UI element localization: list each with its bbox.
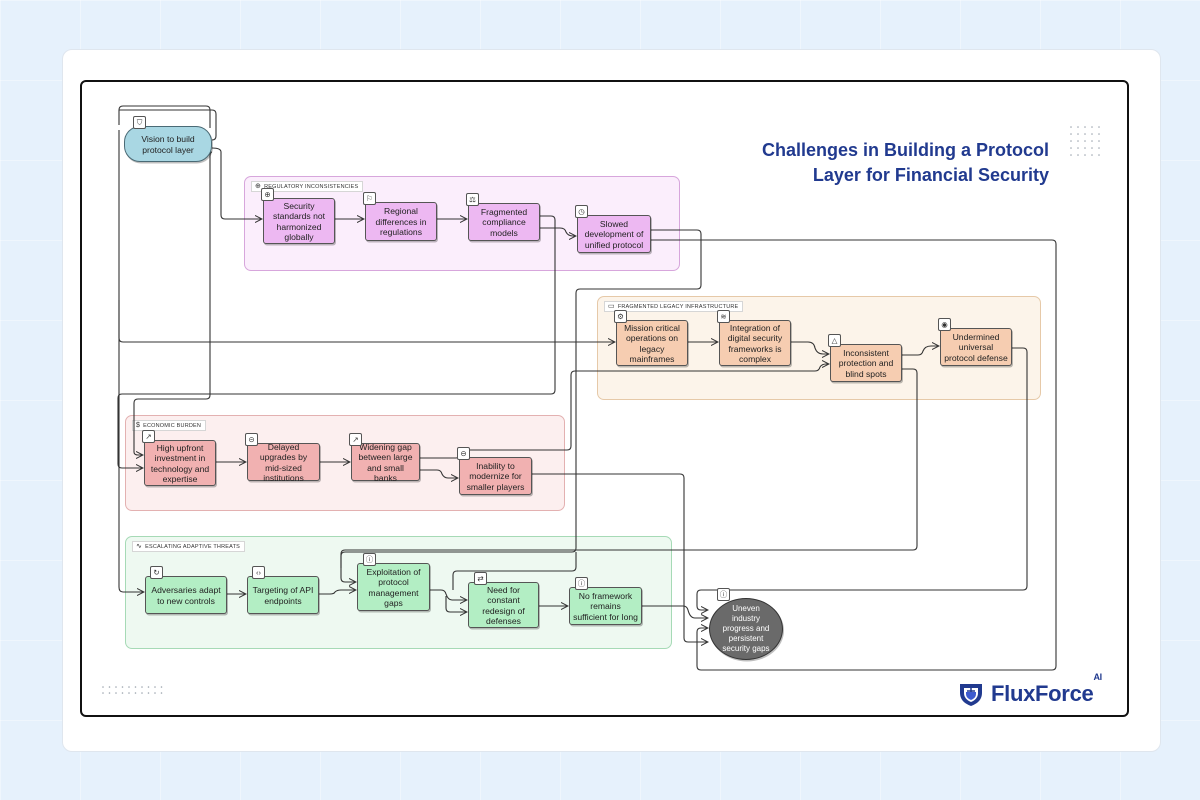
brand-logo: FluxForceAI — [957, 672, 1102, 708]
scale-icon: ⚖ — [466, 193, 479, 206]
node-exploitation-gaps[interactable]: ⓘ Exploitation of protocol management ga… — [357, 553, 430, 611]
node-targeting-api[interactable]: ‹› Targeting of API endpoints — [247, 566, 319, 614]
trending-up-icon: ↗ — [142, 430, 155, 443]
node-adversaries-adapt[interactable]: ↻ Adversaries adapt to new controls — [145, 566, 227, 614]
layers-icon: ≋ — [717, 310, 730, 323]
node-high-upfront[interactable]: ↗ High upfront investment in technology … — [142, 430, 216, 486]
dot-grid-bottom-left — [102, 686, 163, 694]
node-delayed-upgrades[interactable]: ⊝ Delayed upgrades by mid-sized institut… — [245, 433, 320, 483]
group-label-threats: ∿ ESCALATING ADAPTIVE THREATS — [132, 541, 246, 552]
target-icon: ◉ — [938, 318, 951, 331]
warning-icon: △ — [828, 334, 841, 347]
info-icon: ⓘ — [717, 588, 730, 601]
node-no-framework[interactable]: ⓘ No framework remains sufficient for lo… — [569, 577, 642, 625]
node-inability-modernize[interactable]: ⊖ Inability to modernize for smaller pla… — [457, 447, 532, 495]
alert-circle-icon: ⓘ — [363, 553, 376, 566]
end-node[interactable]: ⓘ Uneven industry progress and persisten… — [709, 588, 783, 660]
cpu-icon: ⚙ — [614, 310, 627, 323]
shield-logo-icon — [960, 684, 982, 706]
node-mission-critical[interactable]: ⚙ Mission critical operations on legacy … — [614, 310, 688, 366]
clock-icon: ◷ — [575, 205, 588, 218]
repeat-icon: ⇄ — [474, 572, 487, 585]
brand-name: FluxForceAI — [991, 672, 1102, 706]
node-slowed-development[interactable]: ◷ Slowed development of unified protocol — [575, 205, 651, 253]
node-fragmented-compliance[interactable]: ⚖ Fragmented compliance models — [466, 193, 540, 241]
node-inconsistent-protection[interactable]: △ Inconsistent protection and blind spot… — [828, 334, 902, 382]
server-icon: ▭ — [608, 303, 615, 310]
refresh-icon: ↻ — [150, 566, 163, 579]
pause-icon: ⊝ — [245, 433, 258, 446]
node-security-standards[interactable]: ⊕ Security standards not harmonized glob… — [261, 188, 335, 244]
dot-grid-top-right — [1070, 126, 1100, 156]
activity-icon: ∿ — [136, 543, 143, 550]
node-undermined-defense[interactable]: ◉ Undermined universal protocol defense — [938, 318, 1012, 366]
arrow-up-right-icon: ↗ — [349, 433, 362, 446]
diagram-title: Challenges in Building a Protocol Layer … — [700, 138, 1049, 188]
title-line-1: Challenges in Building a Protocol — [761, 140, 1049, 160]
brand-suffix: AI — [1093, 672, 1102, 682]
dollar-icon: $ — [136, 422, 141, 429]
node-regional-differences[interactable]: ⚐ Regional differences in regulations — [363, 192, 437, 241]
node-integration-complex[interactable]: ≋ Integration of digital security framew… — [717, 310, 791, 366]
title-line-2: Layer for Financial Security — [812, 165, 1049, 185]
node-constant-redesign[interactable]: ⇄ Need for constant redesign of defenses — [468, 572, 539, 628]
start-node[interactable]: ⛉ Vision to build protocol layer — [124, 116, 212, 162]
alert-circle-icon: ⓘ — [575, 577, 588, 590]
shield-icon: ⛉ — [133, 116, 146, 129]
minus-circle-icon: ⊖ — [457, 447, 470, 460]
code-icon: ‹› — [252, 566, 265, 579]
globe-icon: ⊕ — [261, 188, 274, 201]
flag-icon: ⚐ — [363, 192, 376, 205]
node-widening-gap[interactable]: ↗ Widening gap between large and small b… — [349, 433, 420, 483]
